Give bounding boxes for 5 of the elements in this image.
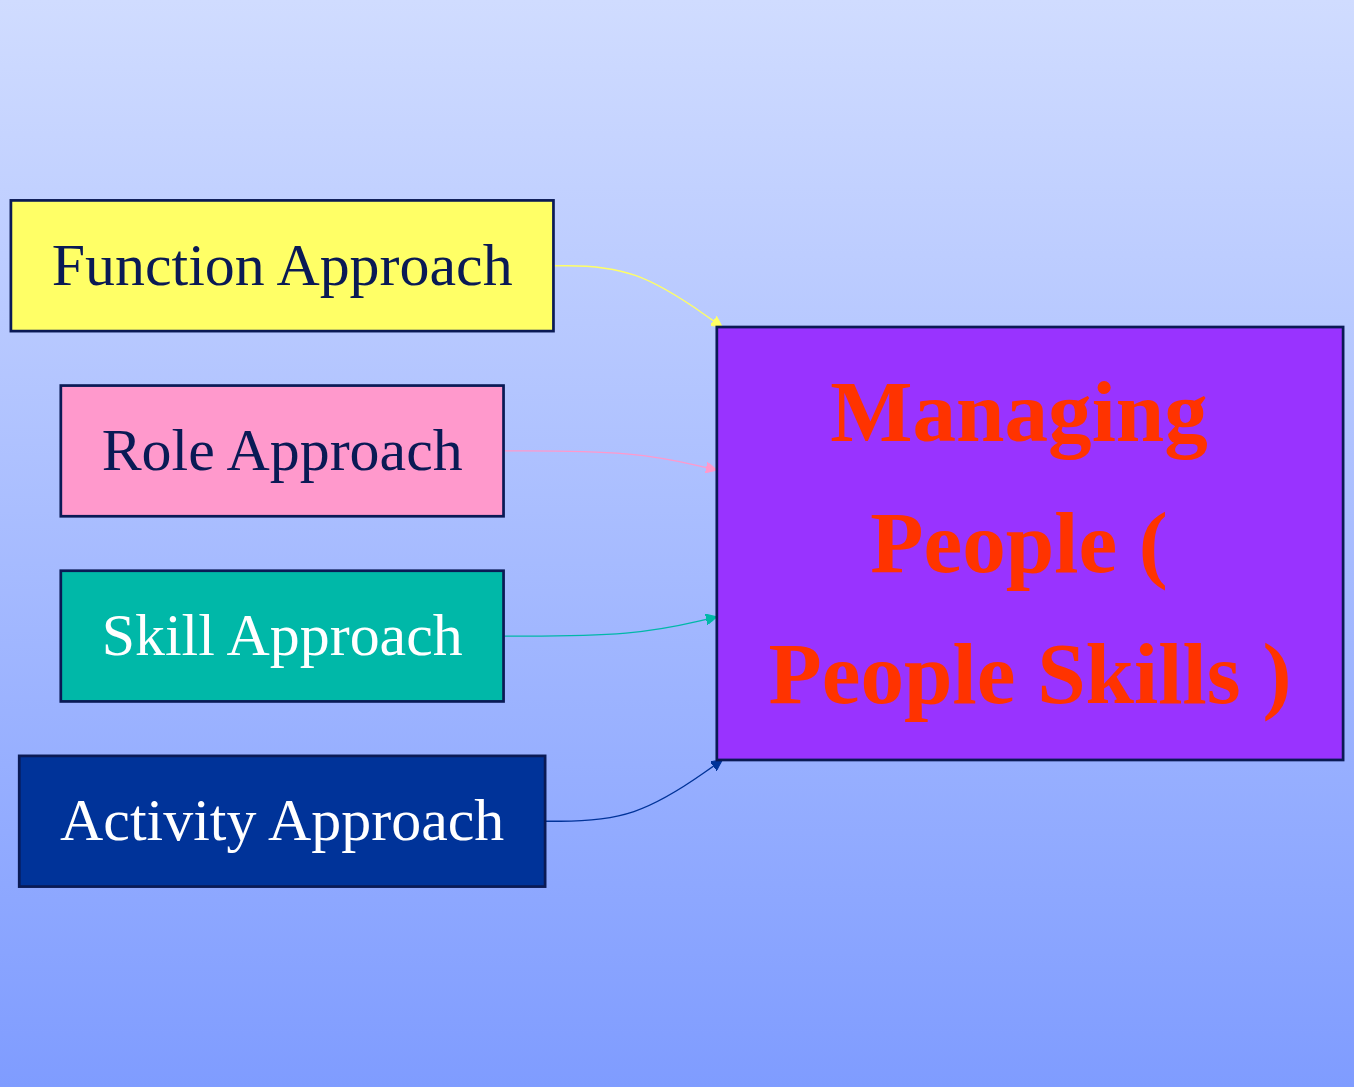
node-box: Role Approach — [59, 384, 505, 518]
node-box: Activity Approach — [17, 754, 547, 888]
node-box: Skill Approach — [59, 569, 505, 703]
node-box: Managing People ( People Skills ) — [715, 325, 1345, 762]
node-box: Function Approach — [9, 199, 555, 333]
